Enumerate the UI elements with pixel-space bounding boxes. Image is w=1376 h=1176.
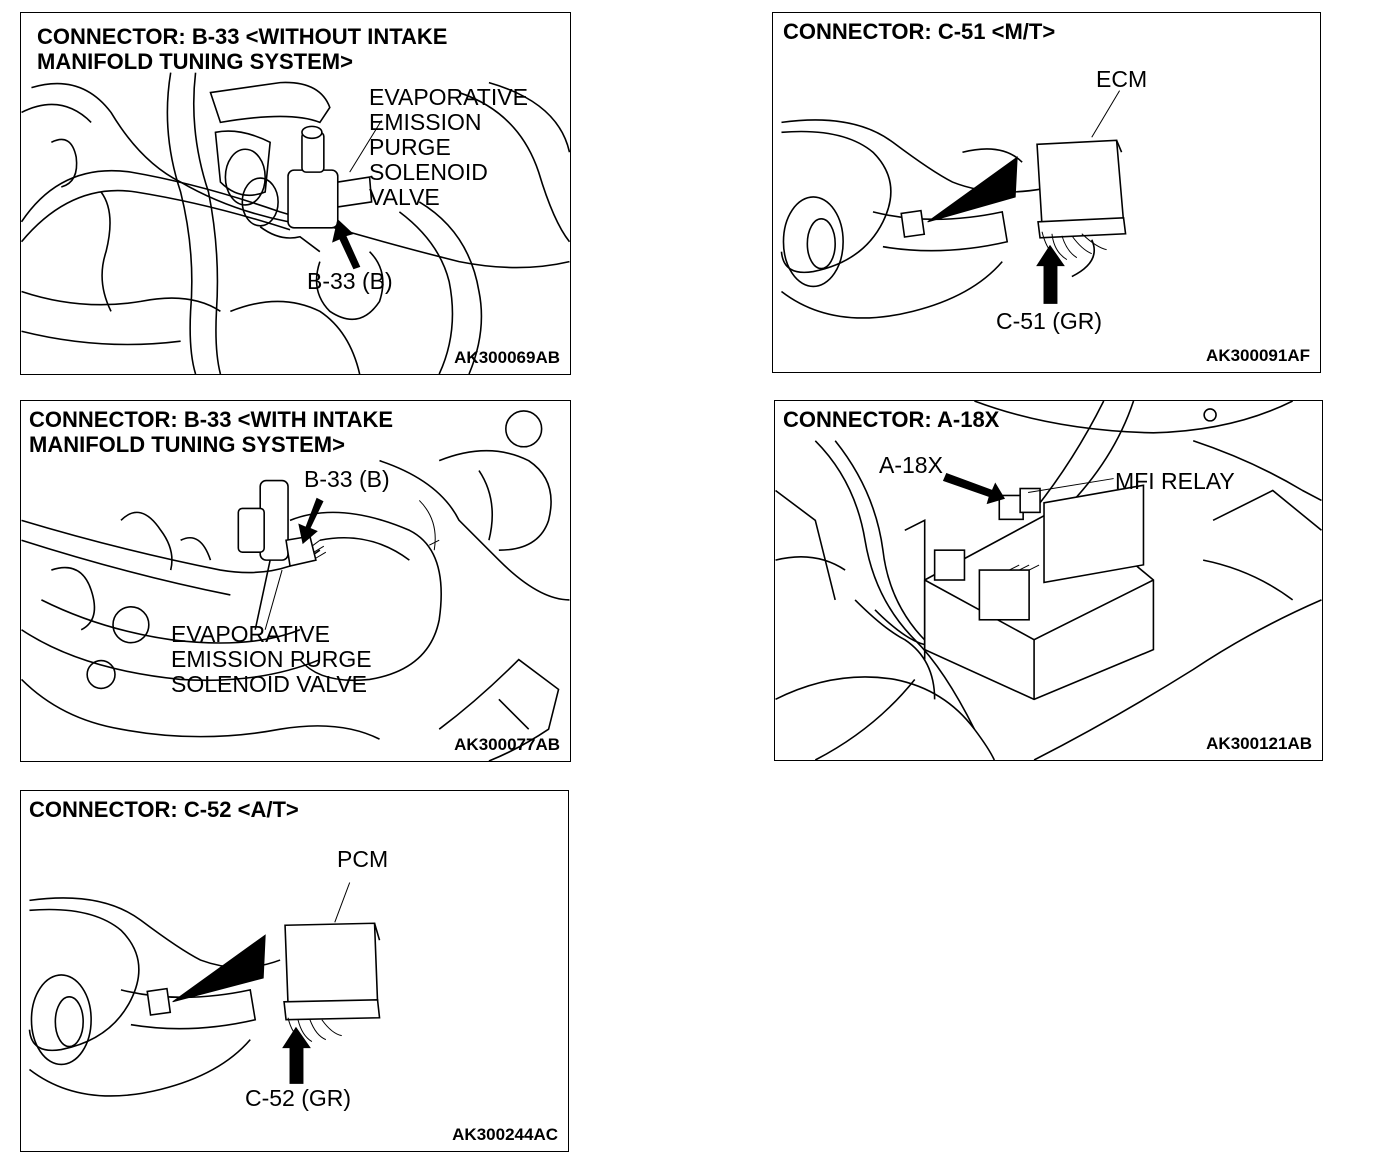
panel-title: CONNECTOR: C-52 <A/T> — [29, 797, 299, 822]
dashboard-pcm-illustration — [28, 882, 381, 1097]
panel-title: CONNECTOR: C-51 <M/T> — [783, 19, 1056, 44]
figure-code: AK300244AC — [452, 1125, 558, 1144]
panel-c52-at: CONNECTOR: C-52 <A/T> PCM C-52 (GR) AK30… — [20, 790, 569, 1152]
figure-code: AK300077AB — [454, 735, 560, 754]
label-a18x-connector: A-18X — [879, 452, 943, 478]
engine-intake-illustration — [21, 410, 570, 761]
label-mfi-relay: MFI RELAY — [1115, 468, 1235, 494]
label-c51-connector: C-51 (GR) — [996, 308, 1103, 334]
label-evap-purge-solenoid: EVAPORATIVE EMISSION PURGE SOLENOID VALV… — [369, 84, 528, 210]
panel-a18x: CONNECTOR: A-18X A-18X MFI RELAY AK30012… — [774, 400, 1323, 761]
label-c52-connector: C-52 (GR) — [245, 1085, 352, 1111]
figure-code: AK300091AF — [1206, 346, 1310, 365]
label-ecm: ECM — [1096, 66, 1148, 92]
engine-bay-illustration — [21, 72, 570, 374]
label-evap-purge-solenoid: EVAPORATIVE EMISSION PURGE SOLENOID VALV… — [171, 621, 372, 697]
panel-b33-without-imts: CONNECTOR: B-33 <WITHOUT INTAKE MANIFOLD… — [20, 12, 571, 375]
panel-title: CONNECTOR: B-33 <WITH INTAKE MANIFOLD TU… — [29, 407, 394, 457]
panel-title: CONNECTOR: B-33 <WITHOUT INTAKE MANIFOLD… — [37, 24, 448, 74]
dashboard-ecm-illustration — [780, 90, 1127, 319]
panel-c51-mt: CONNECTOR: C-51 <M/T> ECM C-51 (GR) AK30… — [772, 12, 1321, 373]
relay-box-illustration — [775, 401, 1322, 760]
label-pcm: PCM — [337, 846, 389, 872]
panel-b33-with-imts: CONNECTOR: B-33 <WITH INTAKE MANIFOLD TU… — [20, 400, 571, 762]
figure-code: AK300069AB — [454, 348, 560, 367]
panel-title: CONNECTOR: A-18X — [783, 407, 1000, 432]
label-b33-connector: B-33 (B) — [307, 268, 393, 294]
label-b33-connector: B-33 (B) — [304, 466, 390, 492]
figure-code: AK300121AB — [1206, 734, 1312, 753]
